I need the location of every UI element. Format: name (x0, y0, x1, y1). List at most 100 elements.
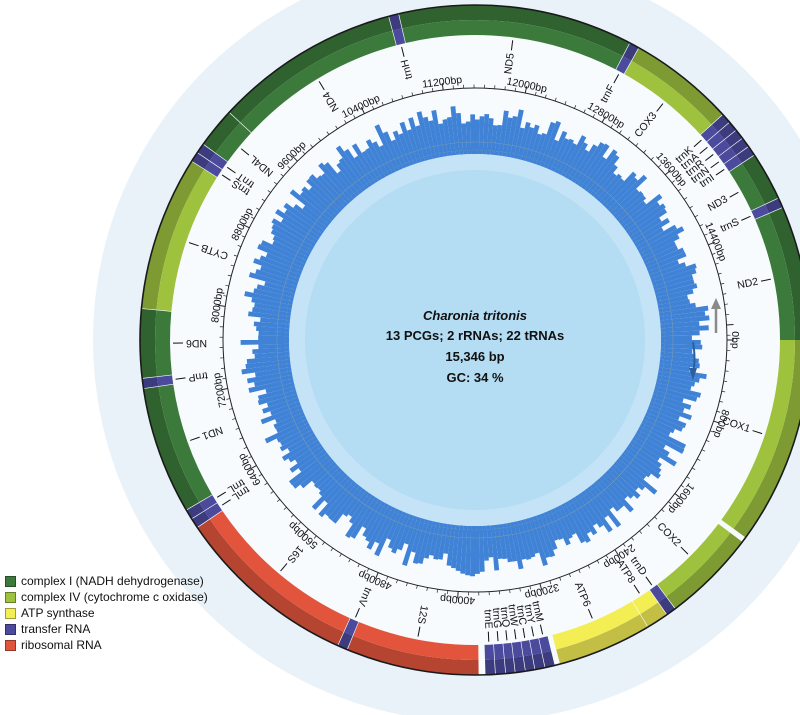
gc-bar (636, 224, 678, 251)
gc-bar (260, 240, 307, 265)
gc-bar (362, 499, 382, 529)
scale-tick (699, 224, 704, 227)
scale-tick (421, 89, 424, 94)
gc-bar (298, 449, 327, 472)
gc-bar (521, 519, 536, 558)
gene-nd4l-band (203, 112, 240, 153)
scale-tick (683, 197, 688, 200)
gene-label: trnC (514, 604, 529, 626)
scale-tick (267, 190, 271, 193)
gc-bar (536, 514, 556, 558)
gene-trnk-band (711, 114, 730, 132)
gc-content-track (240, 106, 710, 577)
gc-bar (337, 170, 360, 197)
gc-bar (532, 132, 547, 165)
gene-nd5-band (398, 5, 630, 57)
gc-bar (275, 408, 304, 424)
scale-tick (230, 264, 235, 267)
gc-bar (408, 117, 425, 162)
scale-tick (353, 115, 356, 119)
gc-bar (398, 133, 414, 166)
gc-bar (293, 204, 327, 231)
gc-bar (525, 518, 540, 554)
gc-bar (451, 524, 460, 569)
gc-bar (650, 263, 697, 283)
gc-bar (568, 149, 589, 181)
gc-bar (627, 208, 668, 238)
gc-bar (422, 116, 437, 159)
gc-bar (596, 173, 622, 202)
gc-bar (265, 382, 295, 394)
gc-bar (513, 127, 525, 159)
gc-bar (502, 523, 513, 563)
gc-bar (404, 515, 418, 545)
gc-bar (657, 371, 700, 383)
scale-tick (406, 582, 408, 587)
scale-tick (610, 124, 614, 128)
gc-bar (257, 386, 296, 401)
gc-bar (656, 378, 692, 391)
gc-bar (599, 178, 625, 205)
gc-bar (660, 335, 692, 340)
gc-bar (593, 172, 617, 200)
gc-bar (442, 119, 452, 156)
scale-tick (686, 476, 690, 479)
scale-tick (680, 484, 685, 488)
gene-trnr-segment (712, 139, 731, 157)
gc-bar (379, 145, 396, 174)
scale-tick (671, 180, 675, 184)
scale-tick (720, 283, 725, 285)
scale-tick (596, 560, 600, 564)
legend-label: complex I (NADH dehydrogenase) (21, 574, 204, 588)
gene-nd4-segment (240, 30, 397, 133)
gc-bar (659, 363, 691, 372)
gc-bar (656, 294, 689, 306)
gene-label-tick (522, 627, 526, 638)
gc-bar (655, 382, 702, 398)
gc-bar (650, 397, 685, 413)
scale-tick (335, 125, 338, 130)
gc-bar (643, 415, 675, 434)
reverse-arrowhead (689, 368, 697, 380)
scale-tick (237, 245, 242, 247)
gc-bar (610, 464, 639, 491)
gc-bar (550, 137, 570, 172)
gene-label-tick (760, 278, 771, 282)
gc-bar (254, 374, 294, 387)
gene-cox2-band (666, 532, 743, 609)
gc-bar (245, 359, 291, 369)
gc-bar (446, 524, 456, 566)
gene-label-tick (280, 563, 288, 572)
gene-label-tick (633, 584, 640, 594)
scale-tick (519, 587, 521, 592)
gene-label-tick (741, 215, 751, 221)
scale-tick (514, 87, 517, 92)
scale-tick (722, 293, 727, 295)
scale-tick (716, 410, 721, 413)
gc-bar (490, 125, 498, 156)
gene-label: trnP (188, 369, 209, 383)
scale-tick (718, 272, 722, 275)
gc-bar (651, 268, 697, 287)
gc-bar (574, 141, 605, 186)
gc-bar (571, 144, 598, 183)
gene-label-tick (645, 576, 653, 586)
gc-bar (581, 156, 607, 190)
legend-item-transfer-rna: transfer RNA (5, 621, 208, 637)
gc-bar (309, 174, 345, 210)
scale-tick (227, 274, 232, 277)
gc-bar (625, 203, 666, 234)
gene-16s-segment (209, 510, 350, 632)
legend-item-ribosomal-rna: ribosomal RNA (5, 637, 208, 653)
gc-bar (324, 475, 351, 504)
gene-label-tick (221, 174, 231, 181)
gc-bar (587, 154, 620, 195)
legend-swatch (5, 591, 16, 603)
gc-bar (325, 480, 357, 517)
gc-bar (406, 129, 422, 164)
gc-bar (649, 262, 687, 279)
gene-label-tick (401, 46, 405, 57)
gc-bar (550, 508, 571, 546)
scale-tick (639, 530, 642, 534)
gene-cox1-segment (721, 340, 795, 529)
